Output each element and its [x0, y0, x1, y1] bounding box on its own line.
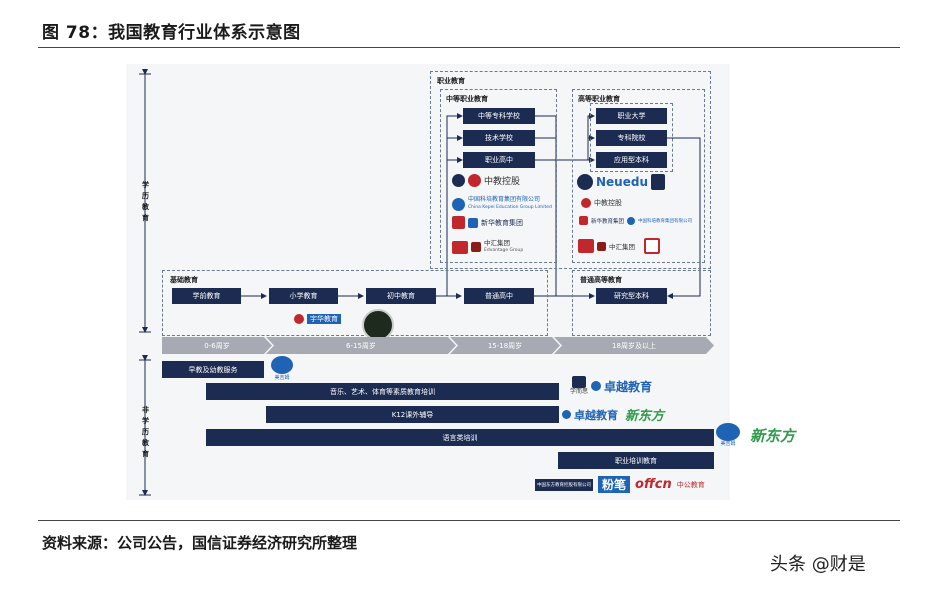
- figure-title: 图 78：我国教育行业体系示意图: [42, 23, 301, 43]
- china-education-seal-icon-2: [581, 198, 591, 208]
- vocational-label: 职业教育: [437, 77, 465, 85]
- neuedu-emblem-icon: [577, 174, 593, 190]
- higher-vocational-inner-box: [590, 103, 673, 172]
- node-secondary-specialized-school: 中等专科学校: [463, 108, 535, 124]
- general-higher-box: [572, 270, 711, 336]
- school-crest-icon: [362, 309, 394, 341]
- xueersi-icon: [572, 376, 586, 388]
- university-crest-icon: [644, 238, 660, 254]
- secondary-vocational-box: [440, 89, 557, 263]
- kepei-icon: [452, 197, 465, 211]
- bar-vocational-training: 职业培训教育: [558, 452, 714, 469]
- node-vocational-university: 职业大学: [596, 108, 667, 124]
- edvantage-house-icon: [471, 242, 481, 252]
- bar-language-training: 语言类培训: [206, 429, 714, 446]
- gymboree-icon: [271, 356, 293, 374]
- logo-china-education-group-higher: 中教控股: [581, 198, 622, 208]
- xinhua-school-icon-2: [579, 216, 588, 225]
- kepei-icon-2: [627, 216, 636, 225]
- age-band-18-plus: 18周岁及以上: [554, 337, 714, 354]
- logo-gymboree-early: 美吉姆: [271, 356, 293, 381]
- logo-gymboree-xdf: 美吉姆 新东方: [716, 423, 795, 448]
- bar-early-education: 早教及幼教服务: [162, 361, 264, 378]
- xinhua-mark-icon: [468, 217, 478, 228]
- age-band-0-6: 0-6周岁: [162, 337, 272, 354]
- axis-label-academic: 学历教育: [142, 181, 149, 222]
- gymboree-icon-2: [716, 423, 740, 441]
- node-junior-college: 专科院校: [596, 130, 667, 146]
- node-technical-school: 技术学校: [463, 130, 535, 146]
- node-primary: 小学教育: [269, 288, 338, 304]
- logo-xueersi-zhuoyue: 学而思 卓越教育: [570, 376, 652, 396]
- logo-zhuoyue-xdf: 卓越教育 新东方: [562, 405, 664, 424]
- node-preschool: 学前教育: [172, 288, 241, 304]
- watermark: 头条 @财是: [770, 554, 866, 575]
- source-note: 资料来源：公司公告，国信证券经济研究所整理: [42, 534, 358, 552]
- general-higher-label: 普通高等教育: [580, 276, 622, 284]
- age-band-6-15: 6-15周岁: [266, 337, 456, 354]
- node-research-undergraduate: 研究型本科: [596, 288, 667, 304]
- logo-xinhua-education: 新华教育集团: [452, 216, 523, 229]
- neuedu-shield-icon: [651, 174, 665, 190]
- yuhua-icon: [294, 314, 304, 324]
- zhuoyue-icon-2: [562, 410, 571, 419]
- logo-kepei-xinhua-higher: 新华教育集团 中国科培教育集团有限公司: [579, 216, 692, 225]
- higher-vocational-box: [572, 89, 705, 263]
- axis-label-non-academic: 非学历教育: [142, 406, 149, 458]
- logo-neuedu: Neuedu: [577, 174, 665, 190]
- zhuoyue-icon: [591, 381, 602, 391]
- logo-fenbi: 粉笔: [598, 476, 631, 493]
- title-rule: [38, 47, 900, 48]
- age-band-15-18: 15-18周岁: [450, 337, 560, 354]
- logo-zhonggong: 中公教育: [676, 480, 705, 489]
- node-applied-undergraduate: 应用型本科: [596, 152, 667, 168]
- basic-education-box: [162, 270, 548, 336]
- bar-k12-tutoring: K12课外辅导: [266, 406, 559, 423]
- xinhua-school-icon: [452, 216, 465, 229]
- edvantage-house-icon-2: [597, 241, 606, 251]
- china-education-emblem-icon: [452, 174, 465, 187]
- logo-kepei: 中国科培教育集团有限公司 China Kepei Education Group…: [452, 196, 552, 212]
- edvantage-emblem-icon: [452, 240, 468, 254]
- node-junior-middle: 初中教育: [366, 288, 436, 304]
- logo-edvantage-higher: 中汇集团: [578, 238, 660, 254]
- vocational-box: [430, 71, 711, 269]
- logo-yuhua: 宇华教育: [294, 314, 341, 324]
- logo-offcn: offcn: [635, 477, 672, 492]
- source-rule: [38, 520, 900, 521]
- logo-china-education-group-secondary: 中教控股: [452, 174, 520, 187]
- basic-education-label: 基础教育: [170, 276, 198, 284]
- node-vocational-high-school: 职业高中: [463, 152, 535, 168]
- node-general-high: 普通高中: [464, 288, 534, 304]
- logo-edvantage: 中汇集团 Edvantage Group: [452, 240, 523, 254]
- logo-row-vocational-training: 中国东方教育控股有限公司 粉笔 offcn 中公教育: [535, 476, 705, 493]
- secondary-vocational-label: 中等职业教育: [446, 95, 488, 103]
- bar-quality-education: 音乐、艺术、体育等素质教育培训: [206, 383, 559, 400]
- china-education-seal-icon: [468, 174, 481, 187]
- logo-eastern-education: 中国东方教育控股有限公司: [535, 478, 593, 491]
- edvantage-emblem-icon-2: [578, 239, 594, 253]
- higher-vocational-label: 高等职业教育: [578, 95, 620, 103]
